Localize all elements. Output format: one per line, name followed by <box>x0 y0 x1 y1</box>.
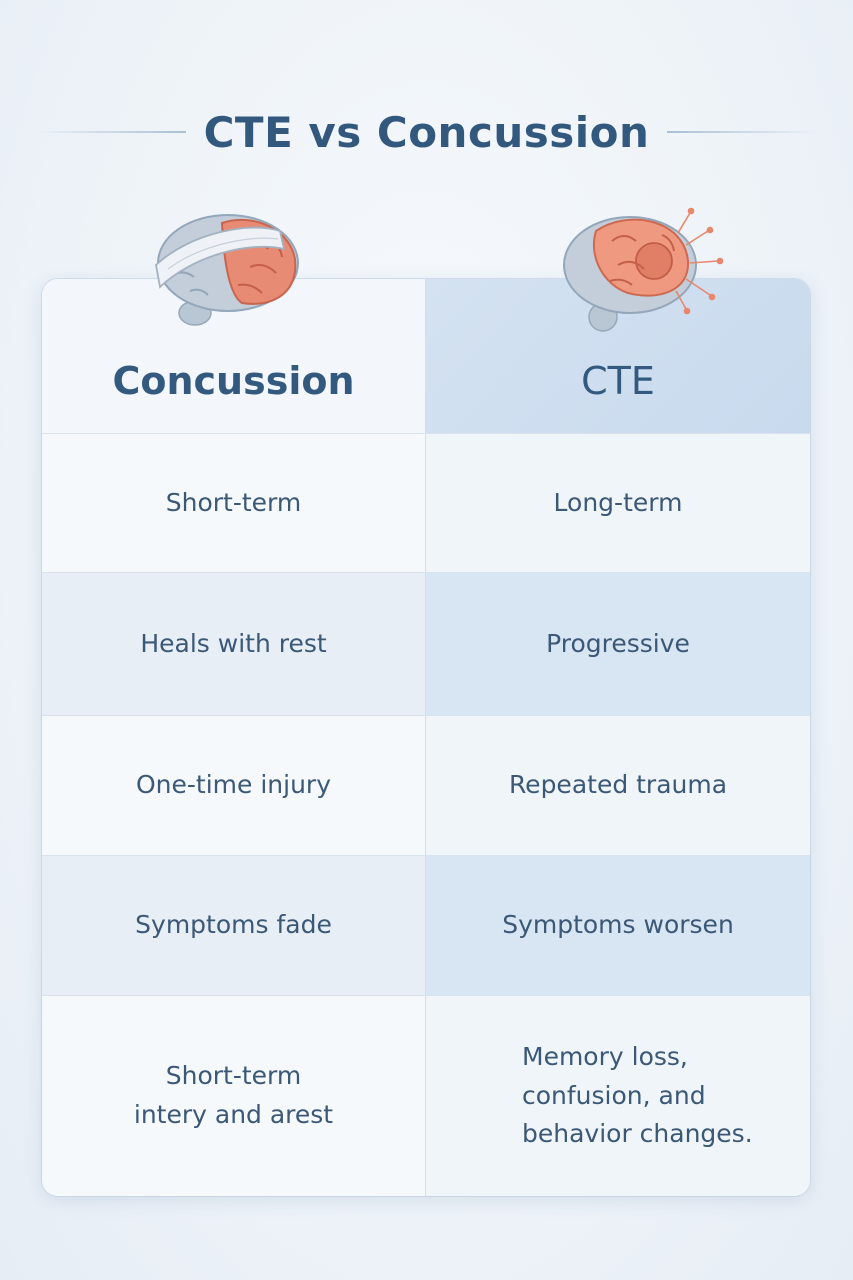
page-title: CTE vs Concussion <box>203 107 650 157</box>
header-cte: CTE <box>426 279 810 433</box>
title-divider-left <box>35 131 186 133</box>
title-divider-right <box>667 131 818 133</box>
table-row: Short-term intery and arest Memory loss,… <box>42 995 810 1196</box>
table-row: One-time injury Repeated trauma <box>42 715 810 855</box>
cell-cte: Repeated trauma <box>426 716 810 855</box>
bandaged-brain-icon <box>155 214 299 326</box>
table-row: Symptoms fade Symptoms worsen <box>42 855 810 995</box>
damaged-brain-icon <box>563 207 724 332</box>
title-bar: CTE vs Concussion <box>0 100 853 164</box>
cell-concussion: Symptoms fade <box>42 856 426 995</box>
cell-concussion: Heals with rest <box>42 573 426 715</box>
column-heading-concussion: Concussion <box>112 358 355 403</box>
comparison-table: Concussion CTE Short-term Long-term Heal… <box>42 279 810 1196</box>
cell-concussion: One-time injury <box>42 716 426 855</box>
cell-cte: Memory loss, confusion, and behavior cha… <box>426 996 810 1196</box>
cell-cte: Progressive <box>426 573 810 715</box>
cell-cte: Long-term <box>426 434 810 572</box>
cell-concussion: Short-term <box>42 434 426 572</box>
table-row: Short-term Long-term <box>42 433 810 572</box>
cell-cte: Symptoms worsen <box>426 856 810 995</box>
cell-concussion: Short-term intery and arest <box>42 996 426 1196</box>
column-heading-cte: CTE <box>581 358 655 403</box>
table-row: Heals with rest Progressive <box>42 572 810 715</box>
